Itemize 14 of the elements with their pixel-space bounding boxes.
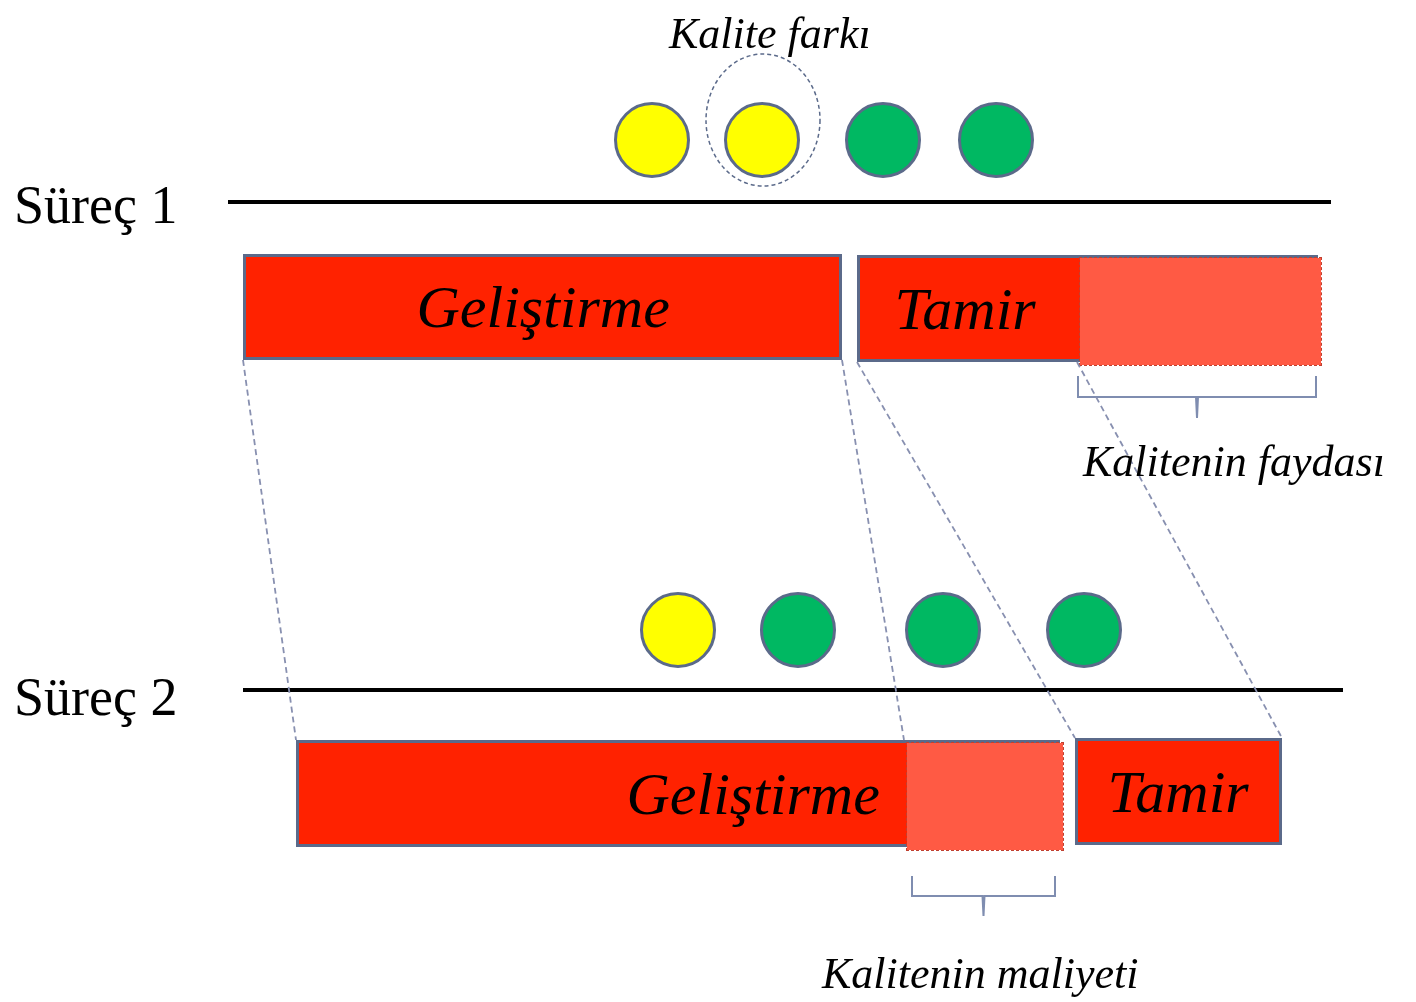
annotation-text: Kalitenin faydası (1083, 440, 1385, 484)
dashed-connector (242, 359, 297, 741)
status-dot (724, 102, 800, 178)
highlight-segment (907, 743, 1063, 850)
process-bar (1075, 738, 1282, 845)
bar-label: Tamir (894, 278, 1036, 339)
dashed-connector (841, 359, 905, 741)
dashed-connector (856, 361, 1076, 739)
dashed-connector (1076, 361, 1283, 739)
annotation-text: Kalitenin maliyeti (822, 952, 1139, 996)
process-bar (243, 254, 842, 360)
bar-label: Tamir (1107, 761, 1249, 822)
highlight-segment (1080, 258, 1321, 365)
annotation-text: Kalite farkı (669, 12, 871, 56)
